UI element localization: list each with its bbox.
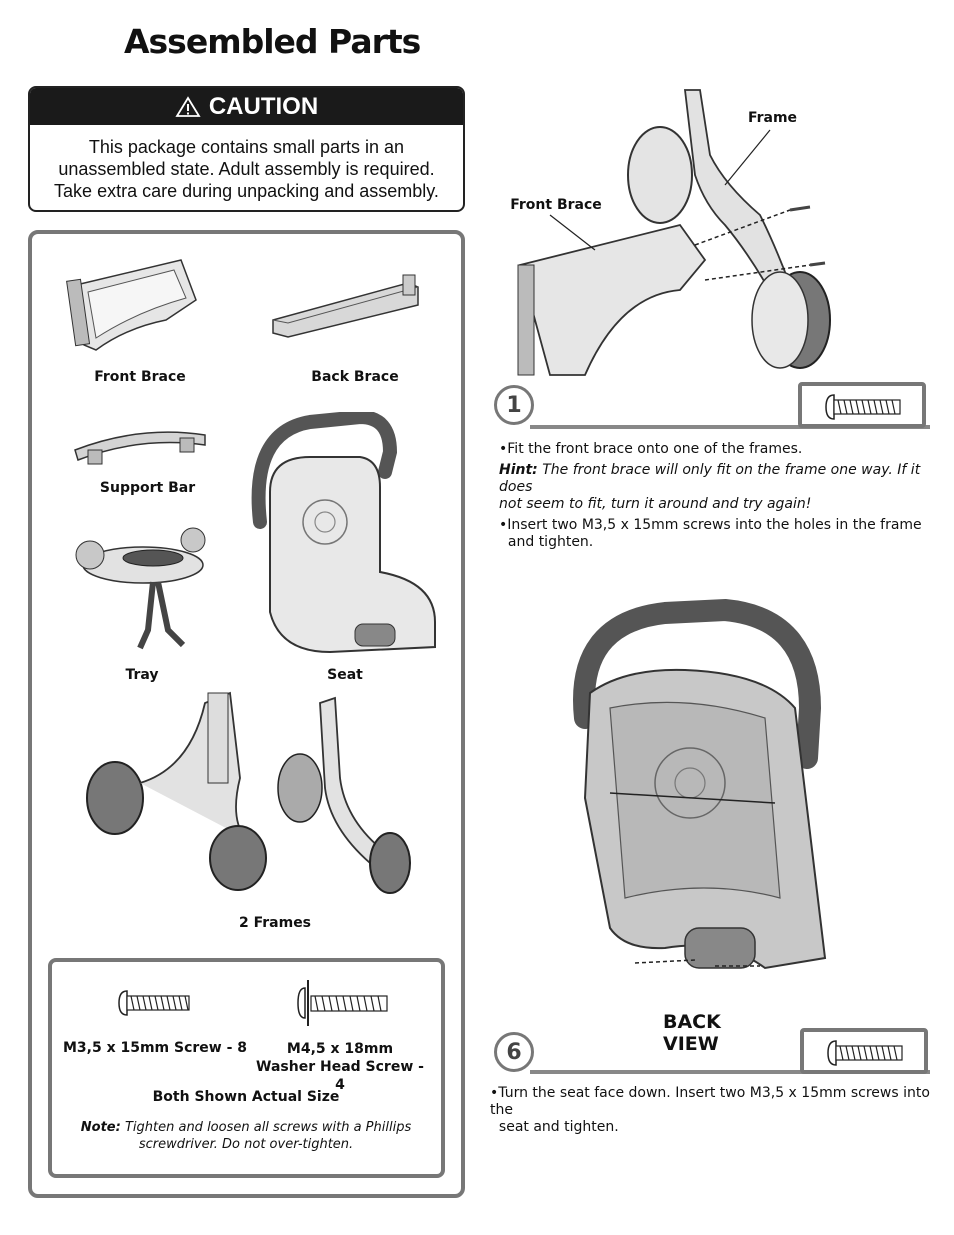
front-brace-label: Front Brace xyxy=(94,369,186,385)
seat-illustration xyxy=(251,412,436,654)
m45-screw-label-line2: Washer Head Screw - 4 xyxy=(256,1059,424,1093)
hint-label: Hint: xyxy=(499,462,538,478)
m35-screw-icon xyxy=(118,990,190,1016)
tray-illustration xyxy=(75,527,206,650)
step1-number: 1 xyxy=(494,385,534,425)
step6-screw-inset xyxy=(800,1028,928,1074)
step1-bullet1: Fit the front brace onto one of the fram… xyxy=(507,441,803,457)
step1-instructions: •Fit the front brace onto one of the fra… xyxy=(499,441,922,550)
frames-illustration xyxy=(86,691,411,894)
step1-screw-inset xyxy=(798,382,926,428)
tray-label: Tray xyxy=(125,667,159,683)
frames-label: 2 Frames xyxy=(238,915,312,931)
page-title: Assembled Parts xyxy=(124,22,421,61)
back-view-label: BACK VIEW xyxy=(663,1011,721,1055)
hint-line2: not seem to fit, turn it around and try … xyxy=(499,496,812,512)
support-bar-label: Support Bar xyxy=(99,480,196,496)
screw-icon xyxy=(827,1040,903,1066)
caution-line: This package contains small parts in an xyxy=(88,137,405,157)
warning-icon xyxy=(175,95,201,117)
note-label: Note: xyxy=(80,1120,121,1135)
screwdriver-note: Note: Tighten and loosen all screws with… xyxy=(60,1119,432,1153)
back-brace-illustration xyxy=(272,274,419,338)
seat-label: Seat xyxy=(327,667,363,683)
m45-washer-screw-icon xyxy=(297,980,388,1026)
back-brace-label: Back Brace xyxy=(311,369,399,385)
step1-bullet2-line1: Insert two M3,5 x 15mm screws into the h… xyxy=(507,517,922,533)
m45-screw-label-line1: M4,5 x 18mm xyxy=(286,1041,394,1057)
step1-rule xyxy=(530,425,930,429)
caution-text: This package contains small parts in an … xyxy=(30,125,463,202)
m35-screw-label: M3,5 x 15mm Screw - 8 xyxy=(62,1040,248,1056)
step6-bullet1-line1: Turn the seat face down. Insert two M3,5… xyxy=(490,1085,930,1118)
front-brace-illustration xyxy=(66,259,197,351)
m45-screw-label: M4,5 x 18mm Washer Head Screw - 4 xyxy=(250,1040,430,1094)
actual-size-note: Both Shown Actual Size xyxy=(152,1089,340,1105)
step6-illustration xyxy=(573,598,827,970)
frame-callout: Frame xyxy=(747,110,798,126)
step1-bullet2-line2: and tighten. xyxy=(507,534,594,550)
caution-line: unassembled state. Adult assembly is req… xyxy=(58,159,435,179)
caution-line: Take extra care during unpacking and ass… xyxy=(54,181,439,201)
screw-panel xyxy=(48,958,445,1178)
parts-panel xyxy=(28,230,465,1198)
caution-header: CAUTION xyxy=(30,88,463,125)
note-line1: Tighten and loosen all screws with a Phi… xyxy=(124,1120,412,1135)
caution-box: CAUTION This package contains small part… xyxy=(28,86,465,212)
front-brace-callout: Front Brace xyxy=(510,197,602,213)
screw-icon xyxy=(825,394,901,420)
hint-line1: The front brace will only fit on the fra… xyxy=(499,462,921,495)
note-line2: screwdriver. Do not over-tighten. xyxy=(138,1137,354,1152)
step6-rule xyxy=(530,1070,930,1074)
caution-heading: CAUTION xyxy=(208,92,319,120)
step1-illustration xyxy=(517,89,831,376)
step6-instructions: •Turn the seat face down. Insert two M3,… xyxy=(490,1085,930,1135)
support-bar-illustration xyxy=(74,431,206,465)
step6-bullet1-line2: seat and tighten. xyxy=(498,1119,619,1135)
step6-number: 6 xyxy=(494,1032,534,1072)
